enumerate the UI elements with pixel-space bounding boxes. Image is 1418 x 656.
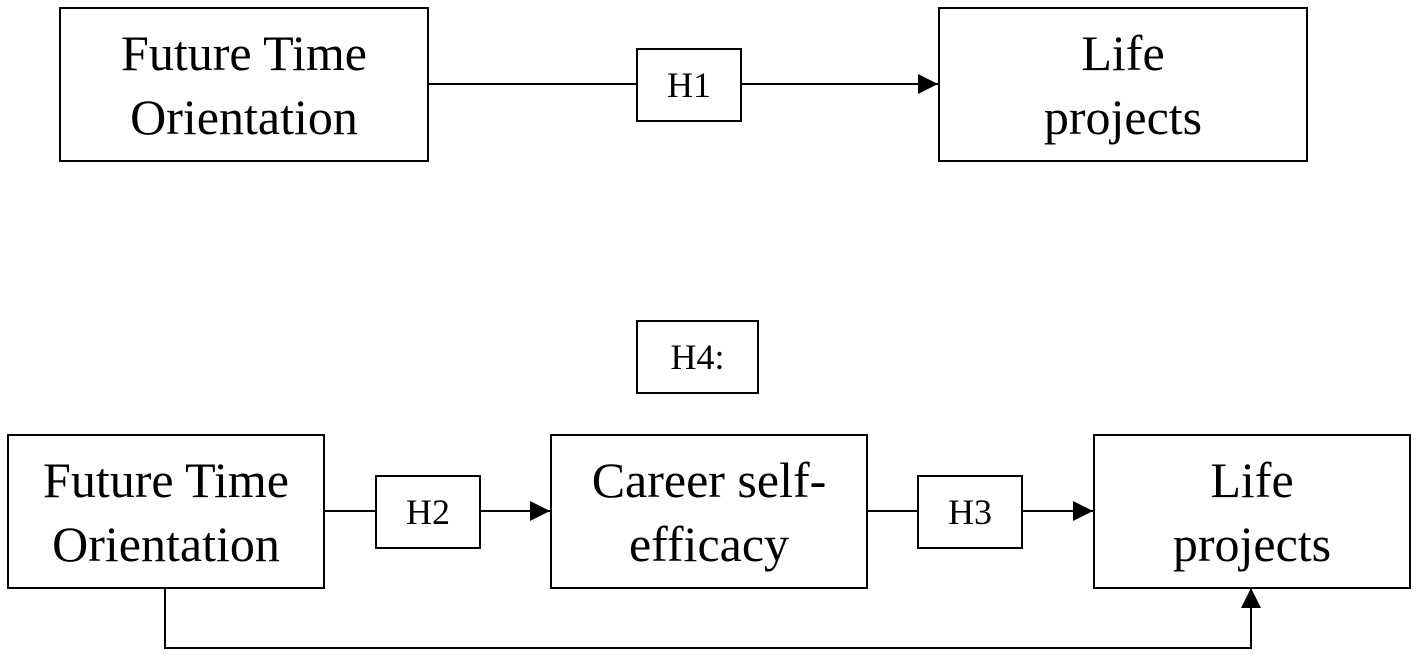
h2-label: H2 bbox=[406, 492, 450, 532]
top-future-time-orientation-box: Future Time Orientation bbox=[59, 7, 429, 162]
bottom-future-time-orientation-box: Future Time Orientation bbox=[7, 434, 325, 589]
h1-label: H1 bbox=[667, 65, 711, 105]
bottom-life-projects-line1: Life bbox=[1210, 451, 1294, 508]
bottom-fto-line2: Orientation bbox=[52, 515, 280, 572]
bottom-direct-path-arrow bbox=[164, 588, 1261, 649]
h3-label-box: H3 bbox=[917, 475, 1023, 549]
career-line2: efficacy bbox=[628, 515, 790, 572]
h4-label-box: H4: bbox=[636, 320, 759, 394]
top-life-projects-box: Life projects bbox=[938, 7, 1308, 162]
top-fto-line1: Future Time bbox=[121, 24, 367, 81]
h3-label: H3 bbox=[948, 492, 992, 532]
h2-label-box: H2 bbox=[375, 475, 481, 549]
career-self-efficacy-box: Career self- efficacy bbox=[550, 434, 868, 589]
bottom-life-projects-line2: projects bbox=[1172, 515, 1332, 572]
h1-label-box: H1 bbox=[636, 48, 742, 122]
top-fto-line2: Orientation bbox=[130, 88, 358, 145]
h4-label: H4: bbox=[670, 337, 725, 377]
top-life-projects-line2: projects bbox=[1043, 88, 1203, 145]
bottom-fto-line1: Future Time bbox=[43, 451, 289, 508]
bottom-life-projects-box: Life projects bbox=[1093, 434, 1411, 589]
career-line1: Career self- bbox=[591, 451, 827, 508]
top-life-projects-line1: Life bbox=[1081, 24, 1165, 81]
